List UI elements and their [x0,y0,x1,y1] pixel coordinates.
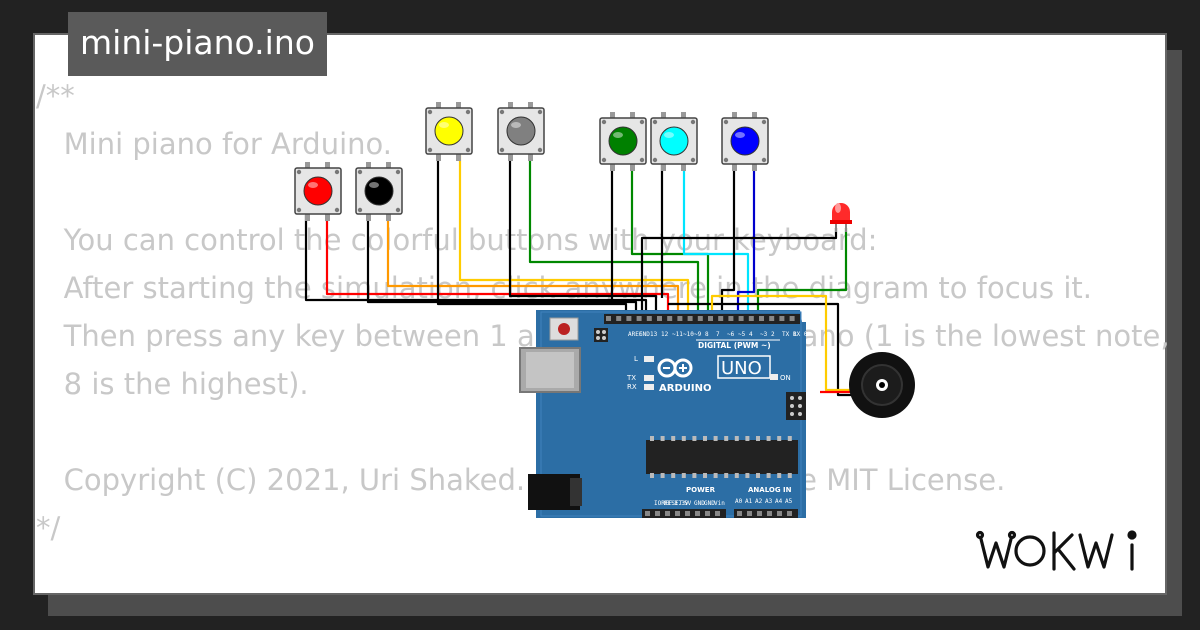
pin-label: 8 [705,331,709,338]
pin-label: ~10 [683,331,694,338]
pin-label: RESET [664,500,682,507]
project-title: mini-piano.ino [68,12,327,76]
code-line: */ [36,511,61,545]
code-line: Mini piano for Arduino. [36,127,392,161]
button-gray[interactable] [497,102,545,161]
arduino-logo-text: ARDUINO [659,383,711,394]
pin-label: A3 [765,498,773,505]
wire-black-buzzer [668,302,852,397]
pin-label: 2 [771,331,775,338]
board-model: UNO [721,358,762,379]
power-label: POWER [686,486,716,494]
pin-label: IOREF [654,500,672,507]
wire-black-led [640,228,838,316]
code-line: 8 is the highest). [36,367,309,401]
analog-header[interactable] [734,509,798,518]
wire-blue-button [736,165,756,316]
label-tx: TX [626,374,636,382]
button-red[interactable] [294,162,342,221]
led[interactable] [830,203,852,232]
pin-label: A4 [775,498,783,505]
wokwi-logo [975,530,1137,571]
pin-label: Vin [714,500,725,507]
button-cyan[interactable] [650,112,698,171]
wire-black-black-button [366,215,638,316]
label-rx: RX [627,383,637,391]
wire-cyan-button [682,165,750,316]
wire-black-gray-button [508,155,658,316]
button-black[interactable] [355,162,403,221]
wire-black-yellow-button [436,155,628,316]
wire-green-button [630,165,710,316]
button-green[interactable] [599,112,647,171]
wire-black-red-button [304,215,648,316]
pin-label: RX 0 [793,331,808,338]
pin-label: 5V [684,500,692,507]
pin-label: A0 [735,498,743,505]
wire-green-gray-button [528,155,700,316]
button-blue[interactable] [721,112,769,171]
digital-label: DIGITAL (PWM ~) [698,341,771,350]
power-header[interactable] [642,509,726,518]
pin-label: TX 1 [782,331,797,338]
pin-label: ~5 [738,331,746,338]
pin-label: A2 [755,498,763,505]
wire-orange-black-button [386,215,680,316]
pin-label: 7 [716,331,720,338]
pin-label: ~6 [727,331,735,338]
arduino-logo-icon [657,358,693,378]
wire-yellow-button [458,155,690,316]
icsp-header [786,392,806,420]
wire-black-blue-button [720,165,736,316]
pin-label: A5 [785,498,793,505]
label-on: ON [780,374,791,382]
pin-label: ~11 [672,331,683,338]
pin-label: A1 [745,498,753,505]
pin-label: 4 [749,331,753,338]
code-line: /** [36,79,75,113]
pin-label: GND [704,500,715,507]
label-l: L [634,355,638,363]
pin-label: GND [639,331,650,338]
pin-label: ~3 [760,331,768,338]
button-yellow[interactable] [425,102,473,161]
pin-label: 13 [650,331,658,338]
pin-label: ~9 [694,331,702,338]
buzzer[interactable] [849,352,915,418]
pin-label: 3.3V [674,500,689,507]
wire-green-led [756,228,848,316]
wire-yellow-buzzer [710,294,852,392]
pin-label: GND [694,500,705,507]
analog-label: ANALOG IN [748,486,792,494]
code-line: You can control the colorful buttons wit… [36,223,878,257]
pin-label: 12 [661,331,669,338]
microcontroller-chip [646,440,798,474]
pin-label: AREF [628,331,643,338]
